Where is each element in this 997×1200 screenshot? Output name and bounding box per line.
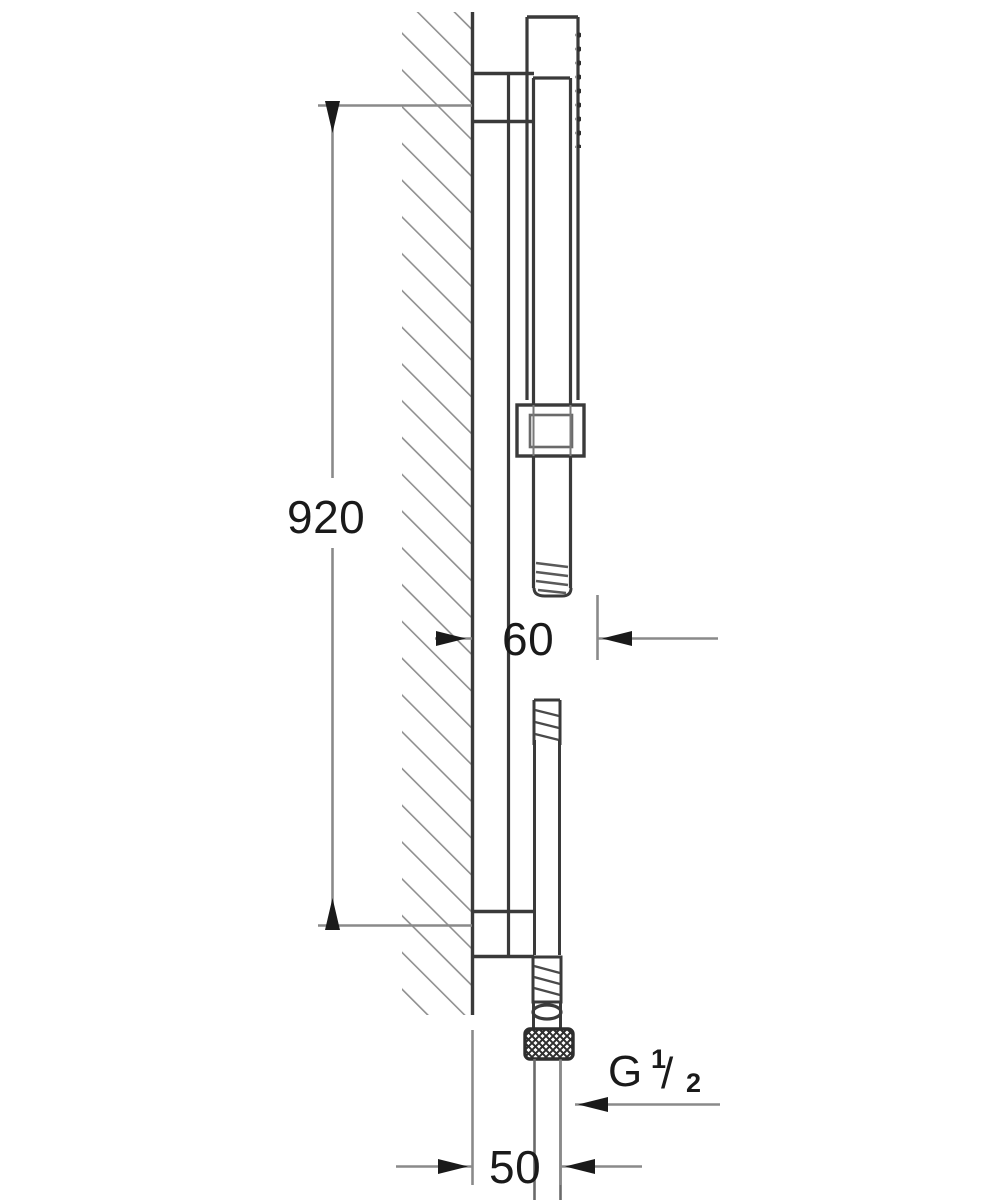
handle-grip-knurl: [535, 561, 569, 595]
wall-section: [402, 12, 475, 1015]
slider-holder-bracket: [515, 403, 586, 458]
dim-920-arrow-top: [325, 101, 340, 133]
g-half-arrow: [578, 1097, 608, 1112]
upper-wall-bracket: [472, 71, 534, 124]
dimension-920: 920: [287, 101, 472, 930]
dim-60-arrow-left: [436, 631, 466, 646]
g-half-numerator: 1: [651, 1044, 666, 1074]
lower-wall-bracket: [472, 909, 534, 959]
dim-50-arrow-left: [438, 1159, 468, 1174]
dimension-60: 60: [435, 595, 718, 665]
knurled-nut-body: [523, 1027, 575, 1061]
g-half-slash: /: [661, 1049, 674, 1098]
spray-face-texture: [575, 26, 581, 148]
dim-50-label: 50: [489, 1141, 541, 1193]
hose-threaded-section: [531, 955, 563, 1004]
dimension-50: 50: [396, 1030, 642, 1193]
knurled-hose-nut: [523, 1027, 575, 1061]
g-half-denominator: 2: [686, 1068, 701, 1098]
g-half-letter: G: [608, 1047, 642, 1096]
holder-inner-opening: [528, 413, 574, 449]
handle-bottom-cap: [532, 587, 573, 598]
shower-hose: [523, 698, 575, 1200]
wall-hatch-fill: [402, 12, 472, 1015]
dim-50-arrow-right: [565, 1159, 595, 1174]
hand-shower: [525, 15, 581, 598]
hose-top-connector: [532, 698, 562, 745]
dim-920-label: 920: [287, 491, 365, 543]
dim-920-arrow-bottom: [325, 898, 340, 930]
dim-60-label: 60: [502, 613, 554, 665]
hose-seal-ellipse: [531, 1003, 563, 1021]
annotation-thread-g-half: G 1 / 2: [575, 1044, 720, 1112]
dim-60-arrow-right: [602, 631, 632, 646]
